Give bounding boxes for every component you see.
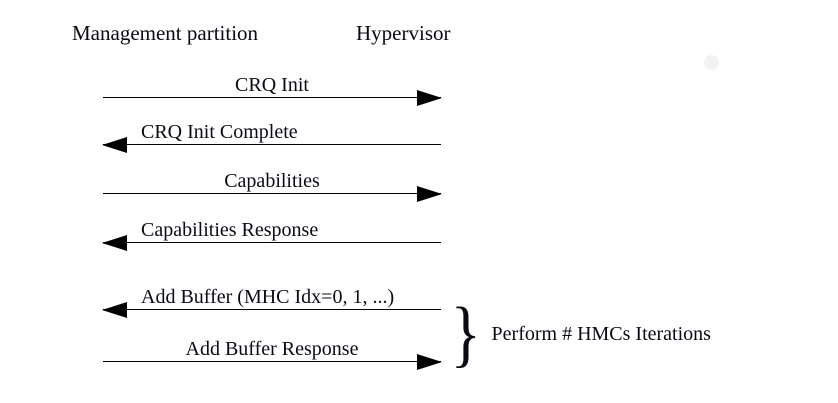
message-label-crq-init: CRQ Init	[235, 74, 309, 96]
message-capabilities: Capabilities	[103, 154, 442, 202]
arrow-left-icon	[102, 137, 127, 153]
message-line	[103, 309, 441, 310]
arrow-left-icon	[102, 302, 127, 318]
message-crq-init-complete: CRQ Init Complete	[102, 105, 441, 153]
arrow-right-icon	[417, 354, 442, 370]
iteration-annotation: } Perform # HMCs Iterations	[448, 288, 711, 380]
message-line	[103, 361, 441, 362]
iteration-note-label: Perform # HMCs Iterations	[491, 323, 711, 345]
message-label-add-buffer-response: Add Buffer Response	[185, 338, 359, 360]
arrow-right-icon	[417, 90, 442, 106]
message-line	[103, 144, 441, 145]
message-label-crq-init-complete: CRQ Init Complete	[141, 121, 298, 143]
lifeline-label-management-partition: Management partition	[72, 21, 259, 45]
message-crq-init: CRQ Init	[103, 58, 442, 106]
message-label-capabilities-response: Capabilities Response	[141, 219, 319, 241]
message-add-buffer: Add Buffer (MHC Idx=0, 1, ...)	[102, 270, 441, 318]
message-line	[103, 242, 441, 243]
message-add-buffer-response: Add Buffer Response	[103, 322, 442, 370]
curly-brace-icon: }	[450, 293, 481, 375]
message-label-add-buffer: Add Buffer (MHC Idx=0, 1, ...)	[141, 286, 395, 308]
lifeline-label-hypervisor: Hypervisor	[356, 21, 451, 45]
message-capabilities-response: Capabilities Response	[102, 203, 441, 251]
arrow-left-icon	[102, 235, 127, 251]
message-line	[103, 97, 441, 98]
message-label-capabilities: Capabilities	[224, 170, 320, 192]
arrow-right-icon	[417, 186, 442, 202]
message-line	[103, 193, 441, 194]
background-artifact-dot	[704, 55, 719, 70]
